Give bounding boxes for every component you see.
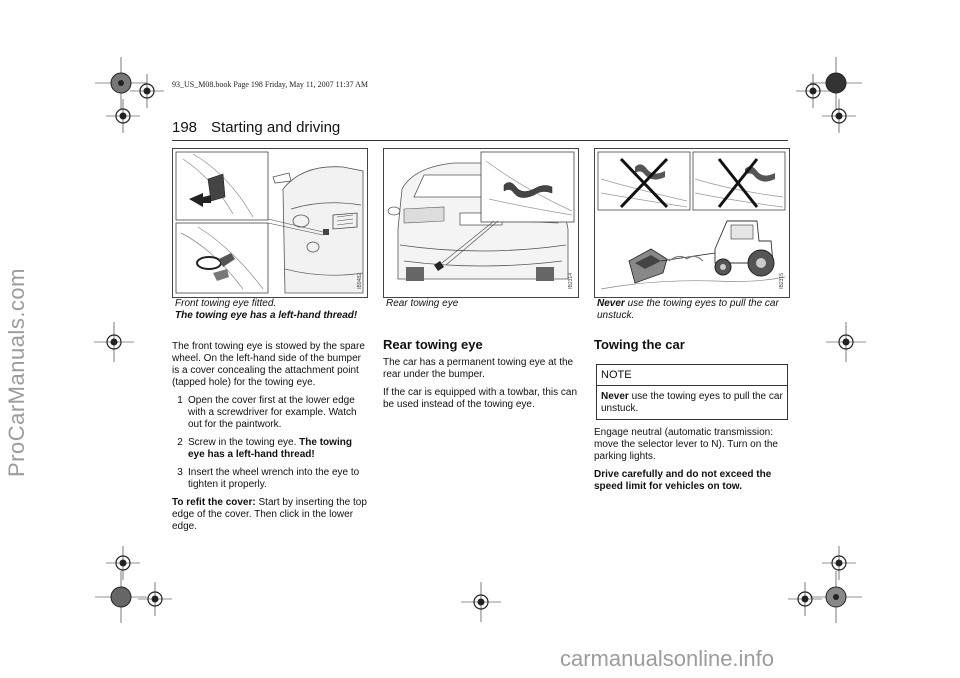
registration-mark-top-left bbox=[95, 57, 147, 109]
page-heading: 198 Starting and driving bbox=[172, 119, 354, 136]
step-text: Screw in the towing eye. bbox=[188, 437, 300, 448]
step-number: 2 bbox=[177, 437, 183, 448]
intro-paragraph: The front towing eye is stowed by the sp… bbox=[172, 341, 365, 388]
rear-paragraph-2: If the car is equipped with a towbar, th… bbox=[383, 387, 577, 410]
caption-line: use the towing eyes to pull the car unst… bbox=[597, 298, 779, 321]
step-number: 3 bbox=[177, 467, 183, 478]
towing-warning-illustration bbox=[597, 151, 786, 290]
page-number: 198 bbox=[172, 119, 198, 136]
crosshair-mark-top-left bbox=[130, 74, 164, 108]
rear-paragraph-1: The car has a permanent towing eye at th… bbox=[383, 357, 574, 380]
caption-rear-towing-eye: Rear towing eye bbox=[386, 298, 581, 310]
step-item: 2 Screw in the towing eye. The towing ey… bbox=[172, 437, 369, 461]
towing-paragraph-2: Drive carefully and do not exceed the sp… bbox=[594, 469, 772, 492]
figure-never-pull-unstuck: IB2315 bbox=[594, 148, 790, 298]
figure-front-towing-eye: IB9482 bbox=[172, 148, 368, 298]
heading-towing-the-car: Towing the car bbox=[594, 337, 685, 352]
side-watermark: ProCarManuals.com bbox=[4, 268, 29, 478]
crosshair-mark-bottom-right bbox=[788, 582, 822, 616]
note-never: Never bbox=[601, 391, 629, 402]
figure-code: IB2315 bbox=[779, 273, 785, 289]
caption-never-pull-unstuck: Never use the towing eyes to pull the ca… bbox=[597, 298, 787, 322]
towing-paragraph-1: Engage neutral (automatic transmission: … bbox=[594, 427, 778, 462]
step-text: Open the cover first at the lower edge w… bbox=[188, 395, 357, 430]
registration-mark-bottom-right bbox=[810, 571, 862, 623]
registration-mark-top-right bbox=[810, 57, 862, 109]
note-box: NOTE Never use the towing eyes to pull t… bbox=[596, 364, 788, 420]
caption-line: Front towing eye fitted. bbox=[175, 298, 277, 309]
crosshair-mark-left-middle bbox=[94, 322, 134, 362]
heading-rear-towing-eye: Rear towing eye bbox=[383, 337, 483, 352]
note-title: NOTE bbox=[597, 365, 787, 386]
crosshair-mark-top-right bbox=[796, 74, 830, 108]
registration-mark-bottom-left bbox=[95, 571, 147, 623]
note-body: Never use the towing eyes to pull the ca… bbox=[597, 386, 787, 419]
step-item: 1 Open the cover first at the lower edge… bbox=[172, 395, 369, 431]
rear-towing-eye-illustration bbox=[387, 151, 575, 281]
note-text: use the towing eyes to pull the car unst… bbox=[601, 391, 783, 414]
column-rear-towing-eye: The car has a permanent towing eye at th… bbox=[383, 357, 580, 417]
step-number: 1 bbox=[177, 395, 183, 406]
crosshair-mark-bottom-center bbox=[461, 582, 501, 622]
caption-warning: The towing eye has a left-hand thread! bbox=[175, 310, 358, 321]
print-header: 93_US_M08.book Page 198 Friday, May 11, … bbox=[172, 80, 368, 89]
figure-code: IB2314 bbox=[568, 273, 574, 289]
column-towing-the-car: Engage neutral (automatic transmission: … bbox=[594, 427, 791, 499]
caption-front-towing-eye: Front towing eye fitted. The towing eye … bbox=[175, 298, 370, 322]
crosshair-mark-left-upper bbox=[106, 99, 140, 133]
crosshair-mark-right-middle bbox=[826, 322, 866, 362]
figure-rear-towing-eye: IB2314 bbox=[383, 148, 579, 298]
crosshair-mark-right-upper bbox=[822, 99, 856, 133]
section-title: Starting and driving bbox=[211, 119, 341, 136]
caption-never: Never bbox=[597, 298, 625, 309]
figure-code: IB9482 bbox=[357, 273, 363, 289]
bottom-watermark: carmanualsonline.info bbox=[560, 646, 775, 671]
crosshair-mark-left-lower bbox=[106, 546, 140, 580]
step-warning: The towing eye has a left-hand thread! bbox=[188, 437, 352, 460]
step-text: Insert the wheel wrench into the eye to … bbox=[188, 467, 360, 490]
step-item: 3 Insert the wheel wrench into the eye t… bbox=[172, 467, 369, 491]
refit-label: To refit the cover: bbox=[172, 497, 256, 508]
crosshair-mark-right-lower bbox=[822, 546, 856, 580]
caption-line: Rear towing eye bbox=[386, 298, 459, 309]
crosshair-mark-bottom-left bbox=[138, 582, 172, 616]
refit-text: Start by inserting the top edge of the c… bbox=[172, 497, 367, 532]
front-towing-eye-illustration bbox=[175, 151, 364, 294]
refit-paragraph: To refit the cover: Start by inserting t… bbox=[172, 497, 369, 533]
column-front-towing-eye: The front towing eye is stowed by the sp… bbox=[172, 341, 369, 539]
heading-rule bbox=[172, 140, 788, 141]
